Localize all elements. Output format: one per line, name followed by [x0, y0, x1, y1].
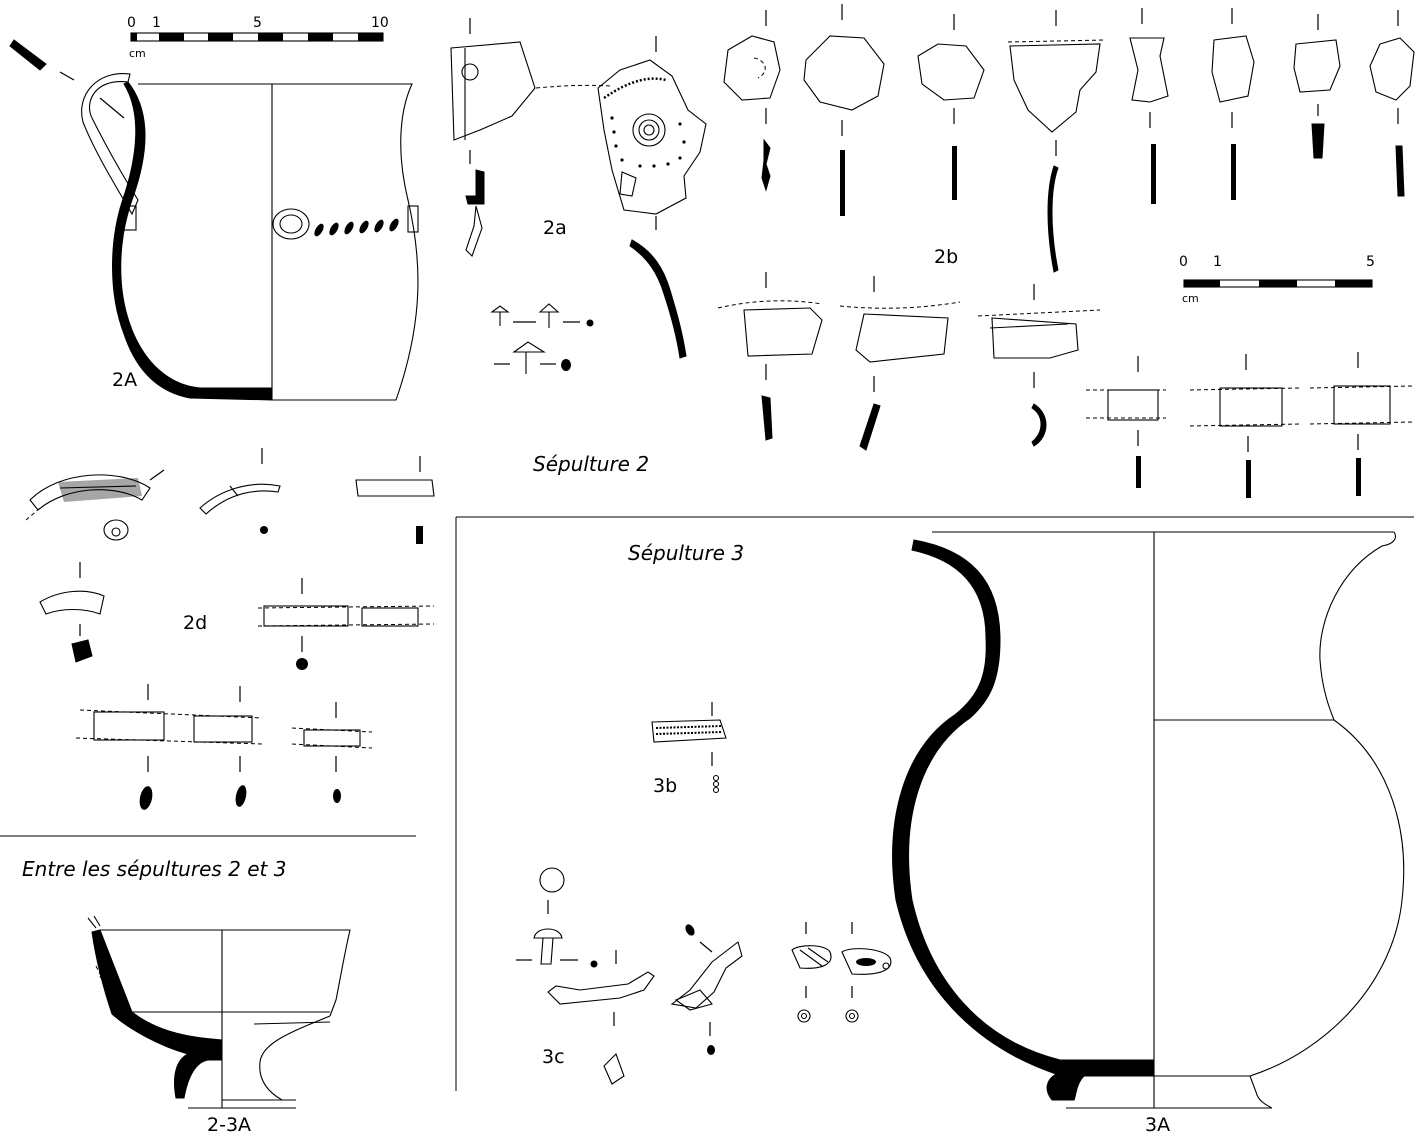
- fragment-group-3c-drawing: [516, 867, 892, 1085]
- vessel-2A-drawing: [9, 39, 419, 401]
- scale-small-tick-5: 5: [1366, 254, 1375, 270]
- label-3b: 3b: [653, 775, 677, 797]
- fragment-group-2b-drawing: [723, 4, 1415, 273]
- scale-small-unit: cm: [1182, 292, 1199, 305]
- fragment-group-2b-row2-drawing: [717, 272, 1415, 498]
- scale-bar-small: 0 1 5 cm: [1179, 254, 1375, 305]
- title-sepulture-3: Sépulture 3: [628, 541, 744, 565]
- fragment-group-2a-drawing: [450, 18, 707, 374]
- scale-large-tick-5: 5: [253, 15, 262, 31]
- title-sepulture-2: Sépulture 2: [533, 452, 649, 476]
- label-2A: 2A: [112, 369, 137, 391]
- scale-small-tick-0: 0: [1179, 254, 1188, 270]
- label-3A: 3A: [1145, 1114, 1170, 1136]
- label-2-3A: 2-3A: [207, 1114, 251, 1136]
- scale-bar-large: 0 1 5 10 cm: [127, 15, 389, 60]
- vessel-2-3A-drawing: [87, 915, 351, 1109]
- scale-large-tick-1: 1: [152, 15, 161, 31]
- scale-large-tick-10: 10: [371, 15, 389, 31]
- label-2b: 2b: [934, 246, 958, 268]
- title-between-burials: Entre les sépultures 2 et 3: [22, 857, 286, 881]
- label-3c: 3c: [542, 1046, 565, 1068]
- scale-small-tick-1: 1: [1213, 254, 1222, 270]
- fragment-group-2d-drawing: [25, 448, 435, 810]
- vessel-3A-drawing: [892, 531, 1405, 1109]
- label-2a: 2a: [543, 217, 567, 239]
- fragment-group-3b-drawing: [651, 702, 727, 794]
- label-2d: 2d: [183, 612, 207, 634]
- scale-large-unit: cm: [129, 47, 146, 60]
- scale-large-tick-0: 0: [127, 15, 136, 31]
